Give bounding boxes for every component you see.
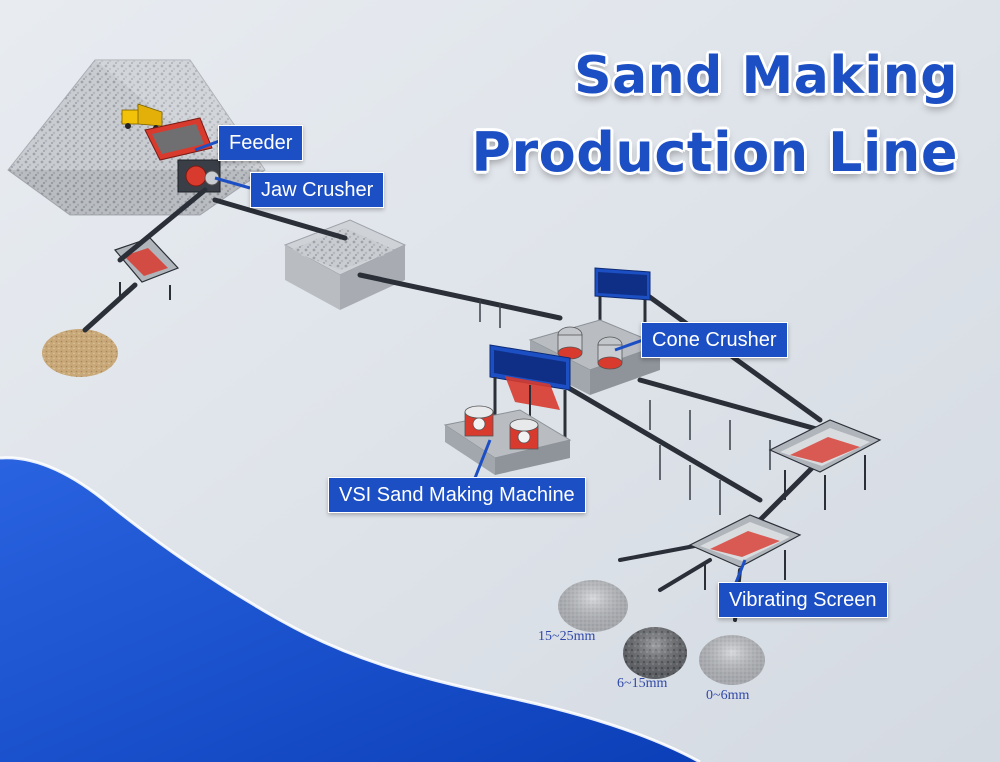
product-pile-fine (699, 635, 765, 685)
size-label-medium: 6~15mm (617, 676, 668, 691)
cone-crusher-label: Cone Crusher (641, 322, 788, 358)
blue-wave-decoration (0, 457, 700, 762)
dump-truck-icon (121, 103, 163, 131)
size-label-fine: 0~6mm (706, 688, 750, 703)
page-title-line-1: Sand Making (574, 46, 958, 106)
intermediate-stockpile (283, 219, 407, 310)
wave-white-edge (0, 456, 701, 762)
vibrating-screen-label: Vibrating Screen (718, 582, 888, 618)
conveyor-supports (479, 300, 771, 515)
page-title-line-2: Production Line (471, 121, 958, 184)
lower-vibrating-screen (688, 514, 802, 590)
vsi-station (443, 344, 572, 475)
product-pile-medium (623, 627, 687, 679)
size-label-coarse: 15~25mm (538, 629, 596, 644)
jaw-crusher-label: Jaw Crusher (250, 172, 385, 208)
sand-pile (42, 329, 118, 377)
conveyor-belts (82, 187, 833, 622)
product-pile-coarse (558, 580, 628, 632)
jaw-crusher-machine (177, 159, 221, 193)
feeder-label: Feeder (218, 125, 304, 161)
vsi-label: VSI Sand Making Machine (328, 477, 586, 513)
upper-vibrating-screen (768, 419, 882, 510)
label-pointers (194, 138, 747, 586)
